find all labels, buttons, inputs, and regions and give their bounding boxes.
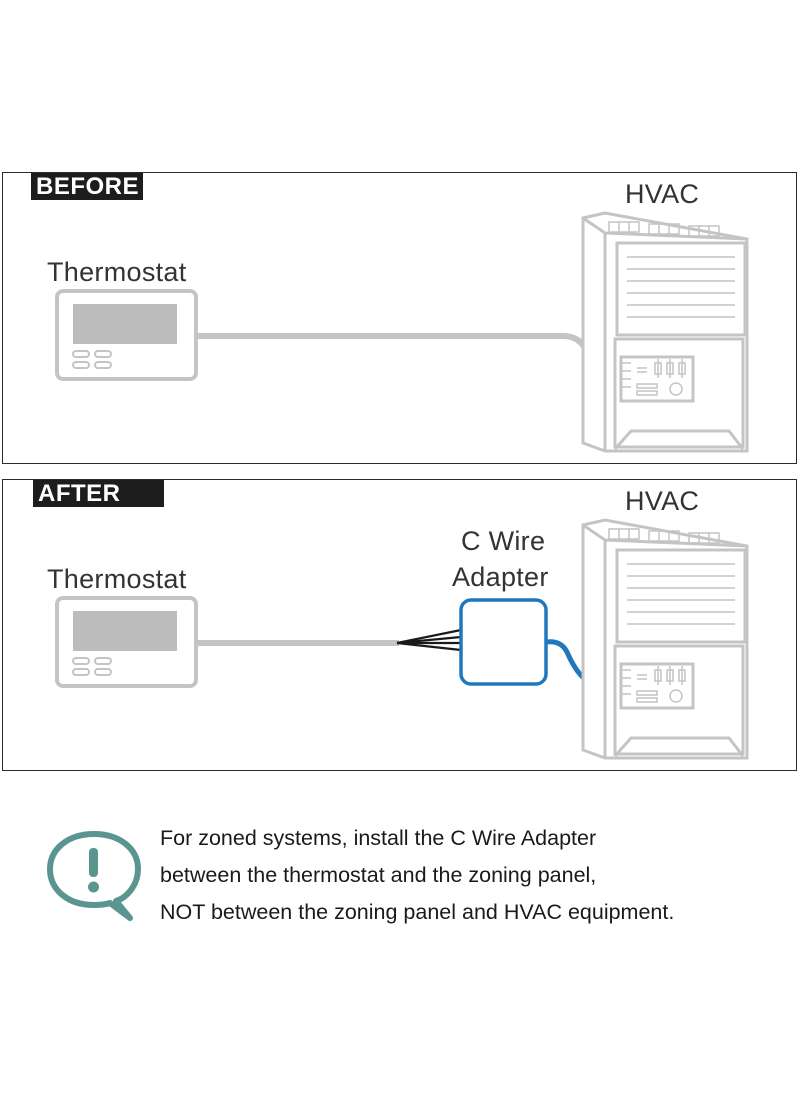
- before-panel: BEFORE Thermostat HVAC: [2, 172, 797, 464]
- thermostat-display: [73, 304, 177, 344]
- thermostat-device: [55, 289, 198, 381]
- hvac-unit: [581, 211, 749, 453]
- thermostat-display: [73, 611, 177, 651]
- thermostat-label: Thermostat: [47, 564, 187, 594]
- hvac-label: HVAC: [625, 486, 700, 516]
- note-line-2: between the thermostat and the zoning pa…: [160, 863, 597, 887]
- thermostat-label: Thermostat: [47, 257, 187, 287]
- zoned-system-note: For zoned systems, install the C Wire Ad…: [160, 820, 674, 931]
- note-line-1: For zoned systems, install the C Wire Ad…: [160, 826, 597, 850]
- hvac-unit: [581, 518, 749, 760]
- before-diagram: [55, 211, 749, 453]
- adapter-label-line2: Adapter: [452, 562, 549, 592]
- after-tag: AFTER: [33, 480, 164, 507]
- hvac-label: HVAC: [625, 179, 700, 209]
- c-wire-adapter: [459, 598, 548, 686]
- adapter-label-line1: C Wire: [461, 526, 546, 556]
- thermostat-device: [55, 596, 198, 688]
- thermostat-buttons: [72, 350, 112, 369]
- after-panel: AFTER Thermostat HVAC C Wire Adapter: [2, 479, 797, 771]
- adapter-input-wires: [396, 628, 462, 652]
- note-line-3: NOT between the zoning panel and HVAC eq…: [160, 900, 675, 924]
- exclamation-speech-bubble-icon: [47, 831, 141, 921]
- thermostat-buttons: [72, 657, 112, 676]
- thermostat-cable: [196, 333, 616, 381]
- before-tag: BEFORE: [31, 173, 144, 200]
- after-diagram: [55, 518, 749, 760]
